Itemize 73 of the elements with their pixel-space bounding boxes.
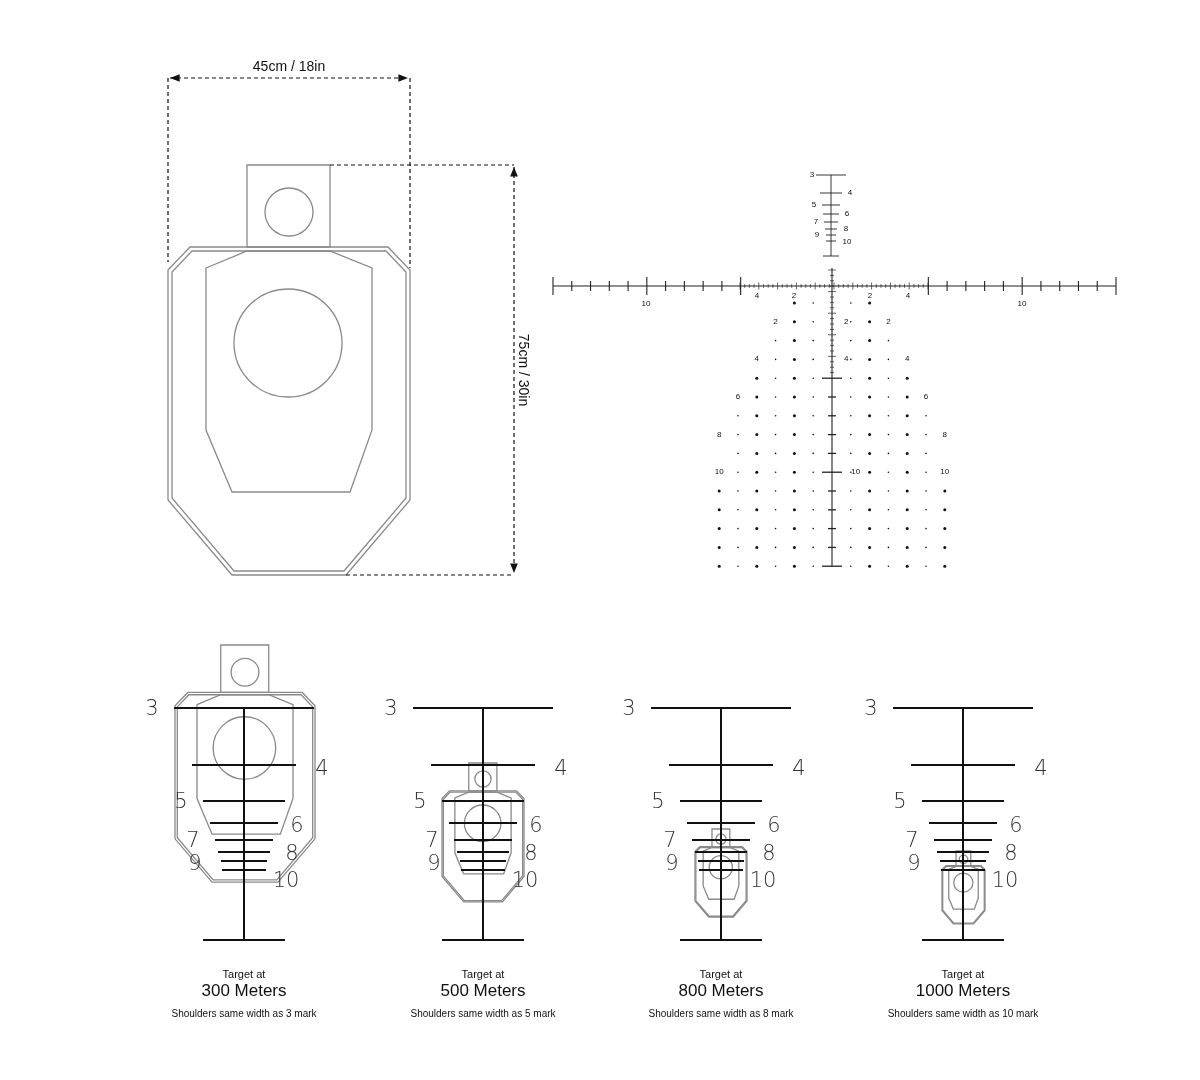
mark-number: 4 [1034, 757, 1048, 779]
mark-number: 4 [904, 355, 910, 364]
caption-text: Shoulders same width as 5 mark [410, 1009, 556, 1019]
mark-number: 8 [285, 842, 299, 864]
mark-number: 5 [811, 201, 817, 209]
mark-number: 4 [754, 355, 759, 364]
mark-number: 10 [511, 869, 539, 891]
mark-number: 4 [792, 757, 806, 779]
mark-number: 8 [942, 430, 947, 439]
caption-text: Shoulders same width as 3 mark [171, 1009, 317, 1019]
mark-number: 9 [188, 852, 202, 874]
caption-text: Target at [461, 968, 505, 980]
mark-number: 7 [813, 218, 819, 226]
mark-number: 7 [905, 829, 919, 851]
mark-number: 7 [186, 829, 200, 851]
distance-label: 300 Meters [201, 981, 287, 999]
mark-number: 10 [641, 300, 651, 308]
mark-number: 10 [940, 468, 950, 477]
distance-label: 800 Meters [678, 981, 764, 999]
mark-number: 9 [427, 852, 441, 874]
mark-number: 5 [651, 790, 665, 812]
mark-number: 7 [425, 829, 439, 851]
mark-number: 5 [413, 790, 427, 812]
mark-number: 2 [867, 292, 873, 300]
mark-number: 4 [905, 292, 911, 300]
mark-number: 3 [809, 171, 815, 179]
mark-number: 10 [1017, 300, 1027, 308]
mark-number: 6 [529, 814, 543, 836]
mark-number: 4 [315, 757, 329, 779]
mark-number: 8 [1004, 842, 1018, 864]
mark-number: 10 [749, 869, 777, 891]
mark-number: 10 [272, 869, 300, 891]
mark-number: 9 [665, 852, 679, 874]
dimension-label: 75cm / 30in [517, 333, 531, 407]
mark-number: 8 [762, 842, 776, 864]
caption-text: Target at [222, 968, 266, 980]
distance-label: 500 Meters [440, 981, 526, 999]
mark-number: 2 [886, 317, 891, 326]
dimension-label: 45cm / 18in [252, 59, 326, 73]
mark-number: 8 [524, 842, 538, 864]
mark-number: 6 [923, 393, 929, 401]
mark-number: 7 [663, 829, 677, 851]
mark-number: 10 [851, 468, 861, 477]
mark-number: 4 [847, 189, 853, 197]
mark-number: 6 [290, 814, 304, 836]
mark-number: 9 [814, 231, 820, 239]
mark-number: 4 [754, 292, 760, 300]
mark-number: 10 [991, 869, 1019, 891]
mark-number: 9 [907, 852, 921, 874]
mark-number: 4 [844, 355, 849, 364]
mark-number: 2 [791, 292, 797, 300]
mark-number: 3 [384, 697, 398, 719]
mark-number: 5 [174, 790, 188, 812]
mark-number: 6 [1009, 814, 1023, 836]
caption-text: Shoulders same width as 10 mark [887, 1009, 1039, 1019]
mark-number: 4 [554, 757, 568, 779]
distance-label: 1000 Meters [915, 981, 1011, 999]
mark-number: 6 [844, 210, 850, 218]
caption-text: Target at [699, 968, 743, 980]
mark-number: 8 [843, 225, 849, 233]
mark-number: 3 [145, 697, 159, 719]
mark-number: 2 [844, 317, 849, 326]
mark-number: 3 [622, 697, 636, 719]
mark-number: 10 [714, 468, 724, 477]
caption-text: Shoulders same width as 8 mark [648, 1009, 794, 1019]
caption-text: Target at [941, 968, 985, 980]
mark-number: 5 [893, 790, 907, 812]
mark-number: 6 [735, 393, 741, 401]
mark-number: 10 [842, 238, 852, 246]
mark-number: 3 [864, 697, 878, 719]
mark-number: 8 [716, 430, 722, 439]
mark-number: 2 [773, 317, 778, 326]
mark-number: 6 [767, 814, 781, 836]
